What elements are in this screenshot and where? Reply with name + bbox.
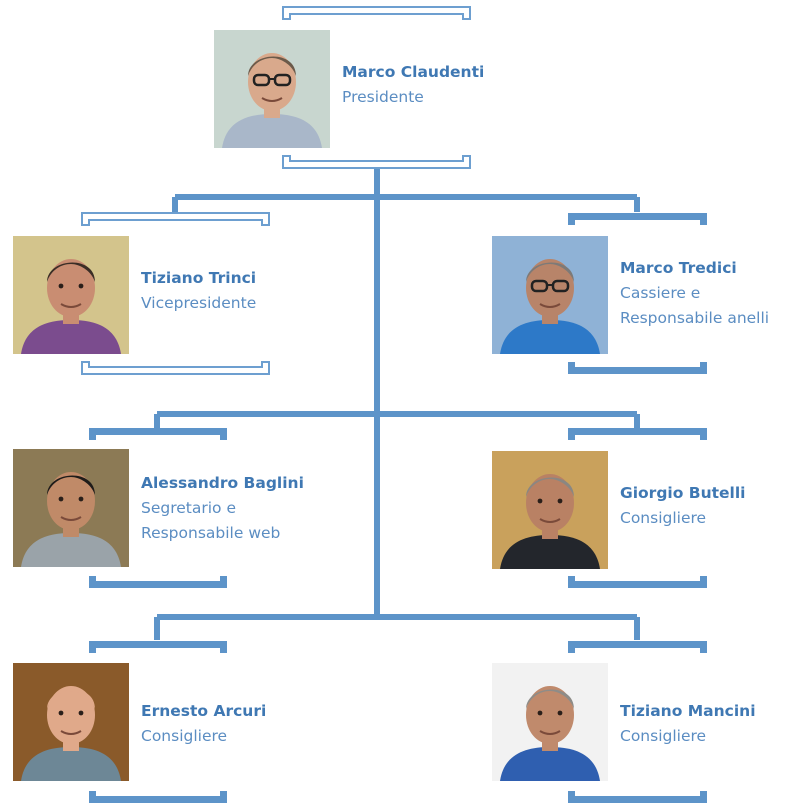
bracket-solid [568, 576, 707, 588]
member-photo [214, 30, 330, 148]
member-photo [492, 236, 608, 354]
bracket-solid [568, 428, 707, 440]
portrait-illustration [13, 663, 129, 781]
member-role: Vicepresidente [141, 294, 257, 312]
bracket-solid [89, 641, 227, 653]
member-card-mancini: Tiziano Mancini Consigliere [492, 663, 756, 781]
member-photo [492, 451, 608, 569]
bracket-light [81, 361, 270, 375]
member-photo [13, 236, 129, 354]
portrait-illustration [492, 236, 608, 354]
member-photo [492, 663, 608, 781]
bracket-light [282, 6, 471, 20]
member-card-baglini: Alessandro Baglini Segretario e Responsa… [13, 449, 304, 567]
bracket-light [81, 212, 270, 226]
member-role: Segretario e [141, 499, 236, 517]
member-card-tredici: Marco Tredici Cassiere e Responsabile an… [492, 236, 769, 354]
bracket-solid [568, 213, 707, 225]
member-role: Consigliere [141, 727, 228, 745]
member-name: Giorgio Butelli [620, 484, 746, 502]
member-name: Tiziano Mancini [620, 702, 756, 720]
portrait-illustration [492, 451, 608, 569]
bracket-solid [568, 791, 707, 803]
member-photo [13, 663, 129, 781]
portrait-illustration [214, 30, 330, 148]
member-role: Responsabile web [141, 524, 281, 542]
bracket-light [282, 155, 471, 169]
member-card-trinci: Tiziano Trinci Vicepresidente [13, 236, 256, 354]
member-role: Consigliere [620, 727, 707, 745]
bracket-solid [89, 576, 227, 588]
bracket-solid [568, 362, 707, 374]
member-role: Responsabile anelli [620, 309, 770, 327]
bracket-solid [89, 428, 227, 440]
member-name: Marco Claudenti [342, 63, 485, 81]
portrait-illustration [13, 449, 129, 567]
member-name: Tiziano Trinci [141, 269, 257, 287]
bracket-solid [568, 641, 707, 653]
member-name: Marco Tredici [620, 259, 737, 277]
member-role: Cassiere e [620, 284, 701, 302]
member-role: Presidente [342, 88, 424, 106]
portrait-illustration [13, 236, 129, 354]
member-photo [13, 449, 129, 567]
member-role: Consigliere [620, 509, 707, 527]
bracket-solid [89, 791, 227, 803]
member-card-butelli: Giorgio Butelli Consigliere [492, 451, 746, 569]
member-name: Alessandro Baglini [141, 474, 304, 492]
member-card-claudenti: Marco Claudenti Presidente [214, 30, 484, 148]
portrait-illustration [492, 663, 608, 781]
member-card-arcuri: Ernesto Arcuri Consigliere [13, 663, 266, 781]
member-name: Ernesto Arcuri [141, 702, 267, 720]
